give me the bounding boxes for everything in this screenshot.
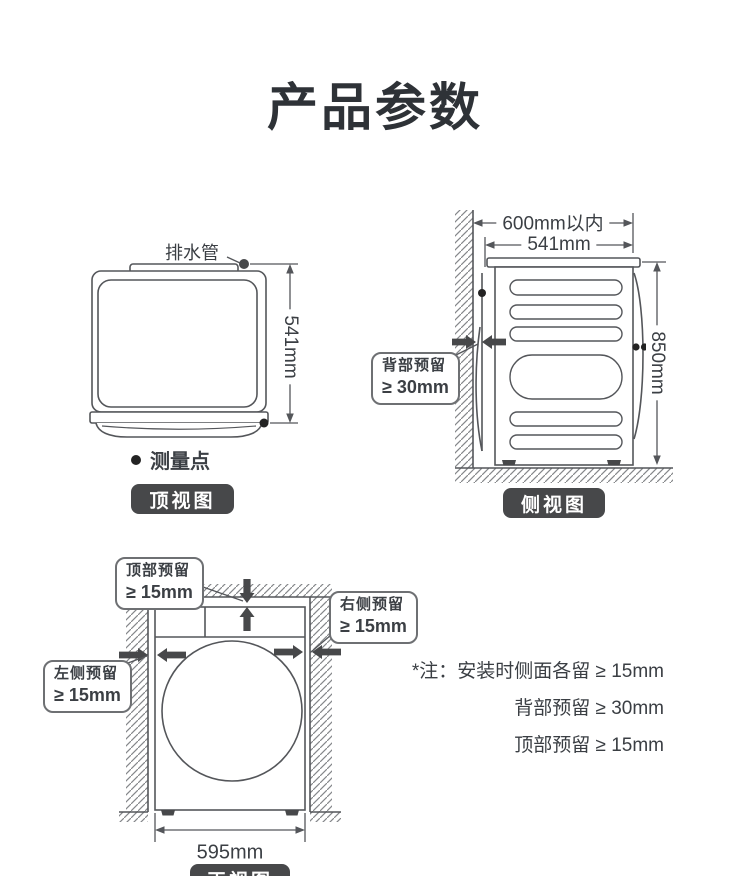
clearance-arrow-left-icon [157, 648, 186, 662]
measurement-point-dot [259, 418, 269, 428]
back-clearance-callout: 背部预留 ≥ 30mm [371, 352, 460, 406]
clearance-arrow-up-icon [239, 607, 255, 631]
top-view-depth-dimension: 541mm [279, 309, 301, 385]
side-panel-emboss [509, 354, 623, 400]
drain-pipe-dot [239, 259, 249, 269]
clearance-arrow-left-icon [312, 645, 341, 659]
measurement-point-legend: 测量点 [131, 445, 210, 474]
vent-slot [509, 279, 623, 296]
page-title: 产品参数 [266, 79, 483, 136]
legend-dot-icon [131, 454, 141, 465]
left-clearance-value: ≥ 15mm [54, 684, 121, 705]
drain-pipe-label: 排水管 [165, 243, 219, 263]
clearance-arrow-left-icon [482, 335, 506, 349]
left-clearance-callout: 左侧预留 ≥ 15mm [43, 660, 132, 714]
vent-slot [509, 434, 623, 450]
drain-leader-line [226, 256, 241, 264]
left-wall-hatch [126, 597, 148, 812]
right-clearance-value: ≥ 15mm [340, 615, 407, 636]
top-clearance-value: ≥ 15mm [126, 581, 193, 602]
note-line-3: 顶部预留 ≥ 15mm [514, 735, 664, 756]
back-clearance-label: 背部预留 [382, 357, 447, 374]
dim-arrow-down [286, 413, 294, 423]
drain-hose-curve [475, 326, 483, 452]
install-notes: *注：安装时侧面各留 ≥ 15mm 背部预留 ≥ 30mm 顶部预留 ≥ 15m… [412, 660, 664, 771]
side-view-badge: 侧视图 [503, 488, 605, 518]
dim-arrow-up [286, 264, 294, 274]
floor-hatch [455, 468, 673, 483]
machine-top-plate [486, 257, 641, 268]
foot [161, 810, 175, 816]
measurement-point-dot [632, 343, 640, 351]
front-view-badge: 正视图 [190, 864, 290, 876]
top-view-badge: 顶视图 [131, 484, 234, 514]
callout-pointer-line [310, 634, 332, 653]
foot [502, 460, 516, 466]
legend-label: 测量点 [150, 451, 210, 473]
note-line-2: 背部预留 ≥ 30mm [514, 698, 664, 719]
front-view-width-dimension: 595mm [190, 841, 270, 865]
clearance-arrow-down-icon [239, 579, 255, 603]
vent-slot [509, 411, 623, 427]
vent-slot [509, 304, 623, 320]
foot [607, 460, 621, 466]
control-panel-curve [95, 422, 263, 438]
note-line-1: *注：安装时侧面各留 ≥ 15mm [411, 661, 664, 682]
lid-inner-outline [97, 279, 258, 408]
side-view-outer-dimension: 600mm以内 [496, 208, 610, 236]
side-view-height-dimension: 850mm [646, 325, 668, 401]
side-view-depth-dimension: 541mm [521, 234, 597, 256]
clearance-arrow-right-icon [274, 645, 303, 659]
vent-slot [509, 326, 623, 342]
back-clearance-value: ≥ 30mm [382, 376, 449, 397]
machine-side-outline [494, 266, 634, 466]
right-clearance-callout: 右侧预留 ≥ 15mm [329, 591, 418, 645]
front-band [89, 411, 269, 424]
right-clearance-label: 右侧预留 [340, 596, 405, 613]
left-clearance-label: 左侧预留 [54, 665, 119, 682]
door-circle [161, 640, 303, 782]
door-bulge-curve [633, 272, 644, 440]
measurement-point-dot [478, 289, 486, 297]
callout-pointer-line [202, 586, 244, 602]
foot [285, 810, 299, 816]
side-view-drawing [451, 210, 673, 483]
top-clearance-label: 顶部预留 [126, 562, 191, 579]
clearance-arrow-right-icon [452, 335, 476, 349]
top-clearance-callout: 顶部预留 ≥ 15mm [115, 557, 204, 611]
top-view-drawing [89, 256, 298, 438]
machine-top-outline [91, 270, 267, 413]
